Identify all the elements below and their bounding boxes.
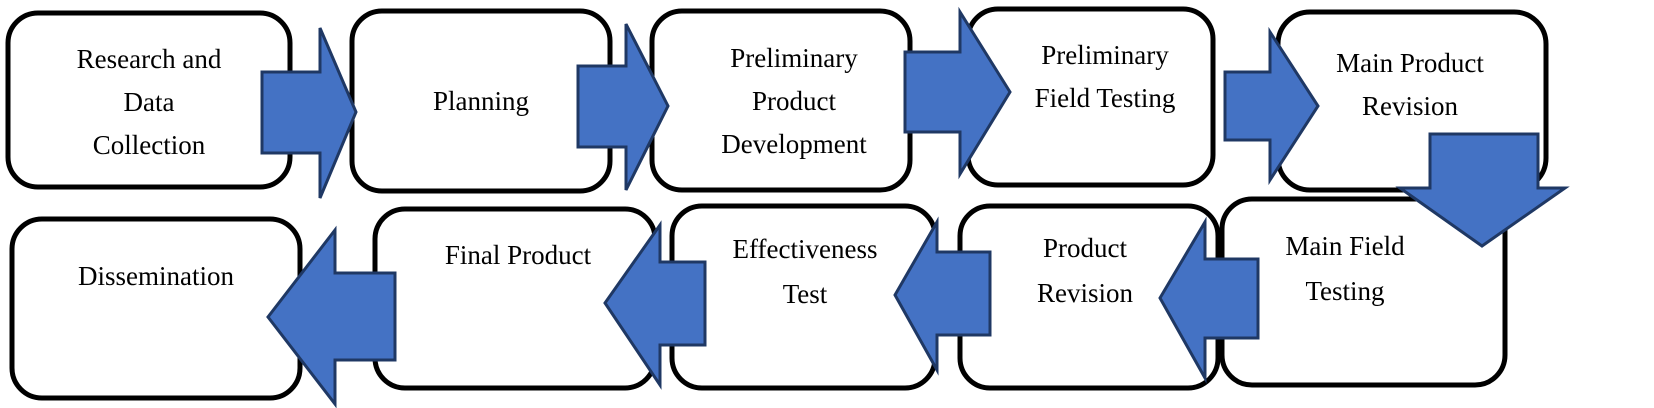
step-label: Final Product [445, 240, 592, 270]
step-label: Testing [1305, 276, 1384, 306]
step-label: Product [752, 86, 836, 116]
step-label: Data [124, 87, 175, 117]
step-label: Planning [433, 86, 529, 116]
step-label: Field Testing [1035, 83, 1176, 113]
step-label: Preliminary [1041, 40, 1169, 70]
left-arrow-icon [266, 225, 397, 408]
step-preliminary-field-testing: Preliminary Field Testing [965, 6, 1216, 188]
right-arrow-icon [1223, 26, 1320, 186]
step-label: Dissemination [78, 261, 234, 291]
step-label: Revision [1037, 278, 1134, 308]
step-label: Preliminary [730, 43, 858, 73]
step-label: Effectiveness [733, 234, 878, 264]
step-label: Product [1043, 233, 1127, 263]
down-arrow-icon [1395, 132, 1570, 248]
step-dissemination: Dissemination [9, 216, 303, 401]
left-arrow-icon [1158, 216, 1260, 384]
right-arrow-icon [260, 27, 358, 199]
step-label: Development [721, 129, 867, 159]
right-arrow-icon [903, 6, 1012, 180]
step-box [9, 216, 303, 401]
step-label: Test [783, 279, 828, 309]
step-research-and-data-collection: Research and Data Collection [5, 10, 293, 190]
right-arrow-icon [576, 23, 670, 191]
step-preliminary-product-development: Preliminary Product Development [649, 8, 913, 193]
step-label: Collection [93, 130, 206, 160]
left-arrow-icon [603, 220, 707, 390]
step-label: Main Field [1285, 231, 1405, 261]
step-planning: Planning [349, 8, 613, 194]
left-arrow-icon [893, 216, 992, 376]
step-label: Revision [1362, 91, 1459, 121]
step-label: Research and [77, 44, 222, 74]
step-label: Main Product [1336, 48, 1484, 78]
